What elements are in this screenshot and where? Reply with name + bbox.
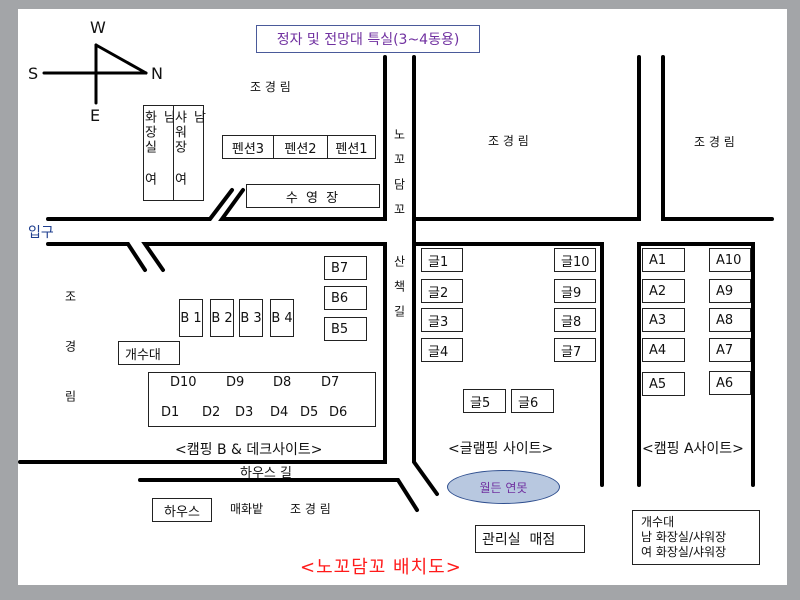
map-title: <노꼬담꼬 배치도> xyxy=(300,557,462,578)
house-building: 하우스 xyxy=(152,498,212,522)
special-room-box: 정자 및 전망대 특실(3~4동용) xyxy=(256,25,480,53)
deck-d2[interactable]: D2 xyxy=(202,405,221,420)
walking-path-label: 노꼬담꼬 산책길 xyxy=(392,128,406,330)
compass-arrow-icon xyxy=(42,43,148,105)
compass-south: S xyxy=(28,64,39,83)
forest-label: 조 경 림 xyxy=(488,134,529,148)
sink-left: 개수대 xyxy=(118,341,180,365)
forest-label: 조 경 림 xyxy=(694,135,735,149)
glamping-1[interactable]: 글1 xyxy=(421,248,463,272)
glamping-3[interactable]: 글3 xyxy=(421,308,463,332)
glamping-label: <글램핑 사이트> xyxy=(448,441,554,457)
deck-d10[interactable]: D10 xyxy=(170,375,197,390)
deck-d3[interactable]: D3 xyxy=(235,405,254,420)
b-site-3[interactable]: B 3 xyxy=(239,299,263,337)
forest-label: 조 경 림 xyxy=(290,502,331,516)
compass-north: N xyxy=(151,64,163,83)
facility-box: 개수대 남 화장실/샤워장 여 화장실/샤워장 xyxy=(632,510,760,565)
forest-label: 조 경 림 xyxy=(63,290,77,414)
glamping-4[interactable]: 글4 xyxy=(421,338,463,362)
b-site-2[interactable]: B 2 xyxy=(210,299,234,337)
camping-b-label: <캠핑 B & 데크사이트> xyxy=(175,442,323,458)
deck-d7[interactable]: D7 xyxy=(321,375,340,390)
a-site-5[interactable]: A5 xyxy=(642,372,685,396)
flower-field-label: 매화밭 xyxy=(230,502,264,516)
camping-a-label: <캠핑 A사이트> xyxy=(642,441,744,457)
deck-d1[interactable]: D1 xyxy=(161,405,180,420)
a-site-8[interactable]: A8 xyxy=(709,308,751,332)
deck-site-area xyxy=(148,372,376,427)
b-site-1[interactable]: B 1 xyxy=(179,299,203,337)
b-site-7[interactable]: B7 xyxy=(324,256,367,280)
a-site-7[interactable]: A7 xyxy=(709,338,751,362)
deck-d6[interactable]: D6 xyxy=(329,405,348,420)
shower-building: 샤워장 여 남 xyxy=(172,105,206,201)
walden-pond: 월든 연못 xyxy=(447,470,560,504)
a-site-4[interactable]: A4 xyxy=(642,338,685,362)
swimming-pool: 수 영 장 xyxy=(246,184,380,208)
facility-men: 남 화장실/샤워장 xyxy=(641,530,727,544)
glamping-2[interactable]: 글2 xyxy=(421,279,463,303)
facility-women: 여 화장실/샤워장 xyxy=(641,545,727,559)
b-site-6[interactable]: B6 xyxy=(324,286,367,310)
a-site-2[interactable]: A2 xyxy=(642,279,685,303)
deck-d9[interactable]: D9 xyxy=(226,375,245,390)
b-site-4[interactable]: B 4 xyxy=(270,299,294,337)
compass-east: E xyxy=(90,106,101,125)
deck-d4[interactable]: D4 xyxy=(270,405,289,420)
a-site-1[interactable]: A1 xyxy=(642,248,685,272)
pension-1[interactable]: 펜션1 xyxy=(327,135,376,159)
glamping-6[interactable]: 글6 xyxy=(511,389,554,413)
entrance-label: 입구 xyxy=(28,225,54,241)
a-site-3[interactable]: A3 xyxy=(642,308,685,332)
deck-d8[interactable]: D8 xyxy=(273,375,292,390)
a-site-6[interactable]: A6 xyxy=(709,371,751,395)
b-site-5[interactable]: B5 xyxy=(324,317,367,341)
office-store: 관리실 매점 xyxy=(475,525,585,553)
forest-label: 조 경 림 xyxy=(250,80,291,94)
glamping-7[interactable]: 글7 xyxy=(554,338,596,362)
pension-3[interactable]: 펜션3 xyxy=(222,135,274,159)
compass-west: W xyxy=(90,18,106,37)
pension-2[interactable]: 펜션2 xyxy=(273,135,328,159)
a-site-9[interactable]: A9 xyxy=(709,279,751,303)
glamping-5[interactable]: 글5 xyxy=(463,389,506,413)
glamping-9[interactable]: 글9 xyxy=(554,279,596,303)
facility-sink: 개수대 xyxy=(641,515,675,529)
house-road-label: 하우스 길 xyxy=(240,466,292,481)
a-site-10[interactable]: A10 xyxy=(709,248,751,272)
deck-d5[interactable]: D5 xyxy=(300,405,319,420)
glamping-8[interactable]: 글8 xyxy=(554,308,596,332)
glamping-10[interactable]: 글10 xyxy=(554,248,596,272)
